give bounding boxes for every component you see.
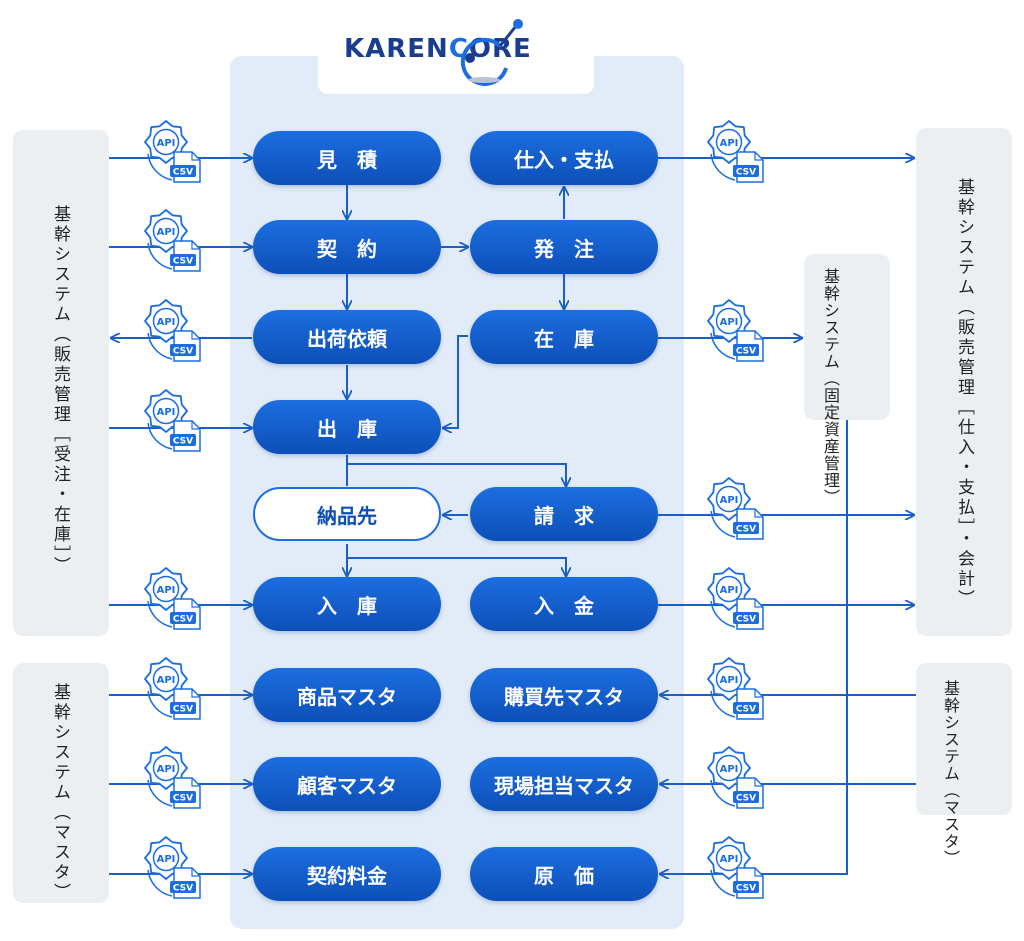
svg-text:API: API [720,495,739,506]
api-csv-icon: API CSV [703,475,769,541]
node-genba-master[interactable]: 現場担当マスタ [470,757,658,811]
system-right-top [916,128,1012,636]
node-keiyaku[interactable]: 契 約 [253,220,441,274]
system-right-fixed-label: 基幹システム（固定資産管理） [821,268,840,506]
svg-text:CSV: CSV [173,705,193,715]
node-mitsumori[interactable]: 見 積 [253,131,441,185]
system-left-top-label: 基幹システム（販売管理［受注・在庫］） [50,205,70,577]
node-shukka-irai[interactable]: 出荷依頼 [253,310,441,364]
api-csv-icon: API CSV [703,744,769,810]
svg-text:CSV: CSV [736,525,756,535]
svg-text:CSV: CSV [736,794,756,804]
api-csv-icon: API CSV [703,118,769,184]
svg-text:API: API [157,585,176,596]
logo-mark-icon [460,19,523,86]
node-nyuko[interactable]: 入 庫 [253,577,441,631]
node-shiire-shiharai[interactable]: 仕入・支払 [470,131,658,185]
svg-text:CSV: CSV [173,615,193,625]
node-shukko[interactable]: 出 庫 [253,400,441,454]
api-csv-icon: API CSV [703,565,769,631]
svg-text:API: API [157,407,176,418]
api-csv-icon: API CSV [703,655,769,721]
svg-text:CSV: CSV [173,437,193,447]
node-shohin-master[interactable]: 商品マスタ [253,668,441,722]
node-seikyu[interactable]: 請 求 [470,487,658,541]
svg-text:API: API [157,854,176,865]
svg-text:CSV: CSV [736,615,756,625]
svg-text:CSV: CSV [736,705,756,715]
karencore-logo: KARENCORE [344,34,532,64]
svg-text:API: API [720,764,739,775]
node-kokyaku-master[interactable]: 顧客マスタ [253,757,441,811]
api-csv-icon: API CSV [703,297,769,363]
api-csv-icon: API CSV [140,744,206,810]
api-csv-icon: API CSV [140,118,206,184]
svg-text:API: API [720,675,739,686]
api-csv-icon: API CSV [140,387,206,453]
api-csv-icon: API CSV [703,834,769,900]
node-hatchu[interactable]: 発 注 [470,220,658,274]
svg-text:API: API [720,317,739,328]
svg-text:CSV: CSV [736,168,756,178]
api-csv-icon: API CSV [140,297,206,363]
svg-text:CSV: CSV [173,794,193,804]
node-keiyaku-ryokin[interactable]: 契約料金 [253,847,441,901]
svg-text:API: API [157,764,176,775]
api-csv-icon: API CSV [140,834,206,900]
flow-shukko-seikyu [347,463,566,486]
svg-text:API: API [157,675,176,686]
api-csv-icon: API CSV [140,207,206,273]
svg-text:API: API [157,317,176,328]
api-csv-icon: API CSV [140,565,206,631]
logo-text-a: KAREN [344,34,449,64]
api-csv-icon: API CSV [140,655,206,721]
system-left-top [13,130,109,636]
node-genka[interactable]: 原 価 [470,847,658,901]
svg-text:CSV: CSV [173,168,193,178]
node-nohinsaki[interactable]: 納品先 [253,487,441,541]
svg-text:CSV: CSV [173,884,193,894]
svg-text:API: API [157,138,176,149]
svg-text:CSV: CSV [173,257,193,267]
svg-text:API: API [720,585,739,596]
svg-text:CSV: CSV [736,884,756,894]
system-right-fixed [804,254,890,420]
system-right-top-label: 基幹システム（販売管理［仕入・支払］・会計） [954,178,974,610]
system-right-bottom-label: 基幹システム（マスタ） [941,680,960,867]
node-kobaisaki-master[interactable]: 購買先マスタ [470,668,658,722]
svg-text:API: API [720,138,739,149]
flow-zaiko-shukko [443,335,468,428]
system-left-bottom-label: 基幹システム（マスタ） [50,683,70,903]
flow-to-nyukin [347,557,566,576]
system-left-bottom [13,663,109,903]
svg-text:API: API [720,854,739,865]
svg-text:API: API [157,227,176,238]
logo-box [318,18,594,94]
svg-text:CSV: CSV [736,347,756,357]
system-right-bottom [916,663,1012,815]
svg-text:CSV: CSV [173,347,193,357]
node-nyukin[interactable]: 入 金 [470,577,658,631]
node-zaiko[interactable]: 在 庫 [470,310,658,364]
